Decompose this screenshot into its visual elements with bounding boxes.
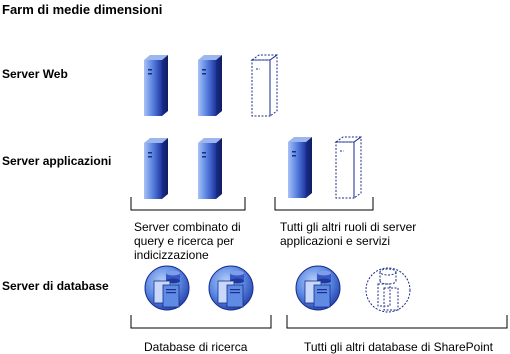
web-server-icon <box>144 55 168 116</box>
web-server-placeholder-icon <box>250 54 279 117</box>
tier-label-db: Server di database <box>2 279 109 293</box>
database-server-icon <box>295 265 341 311</box>
app-group1-caption-line1: Server combinato di <box>134 220 241 234</box>
app-group1-bracket <box>130 197 246 211</box>
app-server-icon <box>288 137 312 198</box>
app-server-icon <box>144 138 168 199</box>
db-group2-caption: Tutti gli altri database di SharePoint <box>304 340 493 354</box>
app-group1-caption-line3: indicizzazione <box>134 248 209 262</box>
database-server-icon <box>208 265 254 311</box>
app-server-icon <box>198 138 222 199</box>
db-group2-bracket <box>286 315 508 329</box>
db-group1-bracket <box>130 315 272 329</box>
diagram-title: Farm di medie dimensioni <box>2 2 163 17</box>
database-server-placeholder-icon <box>365 267 411 313</box>
database-server-icon <box>144 265 190 311</box>
app-group2-caption-line2: applicazioni e servizi <box>280 234 391 248</box>
web-server-icon <box>198 55 222 116</box>
app-group1-caption-line2: query e ricerca per <box>134 234 235 248</box>
tier-label-web: Server Web <box>2 67 68 81</box>
tier-label-app: Server applicazioni <box>2 154 112 168</box>
db-group1-caption: Database di ricerca <box>144 340 248 354</box>
app-server-placeholder-icon <box>334 136 363 199</box>
app-group2-bracket <box>274 197 374 211</box>
app-group2-caption-line1: Tutti gli altri ruoli di server <box>280 220 417 234</box>
